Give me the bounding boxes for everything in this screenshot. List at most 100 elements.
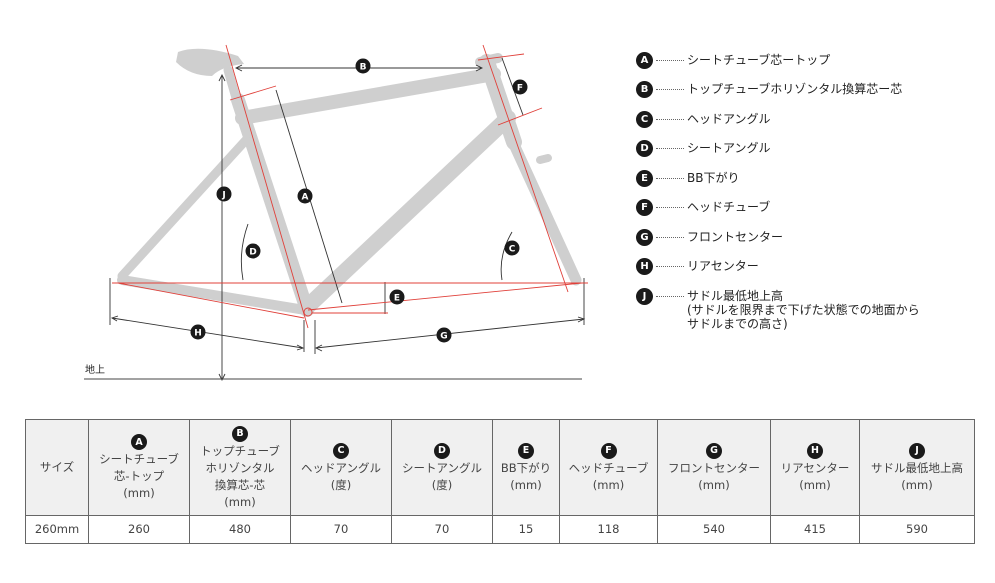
marker-a: A [297, 188, 313, 204]
value-cell-d: 70 [391, 514, 493, 544]
column-label: ヘッドアングル (度) [300, 460, 382, 492]
svg-text:J: J [221, 191, 225, 201]
head-tube [479, 54, 522, 150]
column-label: サドル最低地上高 (mm) [871, 460, 963, 492]
marker-h: H [190, 324, 206, 340]
marker-f: F [512, 79, 528, 95]
size-cell: 260mm [25, 514, 89, 544]
chain-stay [117, 275, 310, 315]
legend-text: ヘッドアングル [687, 112, 771, 126]
column-badge: D [434, 442, 450, 459]
legend-badge: A [636, 52, 653, 69]
column-label: フロントセンター (mm) [668, 460, 760, 492]
svg-text:F: F [517, 84, 523, 94]
svg-text:H: H [194, 329, 202, 339]
steerer [536, 154, 552, 164]
value-cell-c: 70 [290, 514, 392, 544]
table-row: 260mm 260 480 70 70 15 118 540 415 590 [25, 514, 975, 544]
value-cell-h: 415 [770, 514, 860, 544]
legend-item-c: C ヘッドアングル [636, 111, 771, 128]
column-label: シートアングル (度) [401, 460, 483, 492]
ground-label: 地上 [85, 363, 105, 376]
legend-badge: E [636, 170, 653, 187]
column-label: シートチューブ 芯-トップ (mm) [99, 452, 179, 500]
legend-badge: H [636, 258, 653, 275]
marker-b: B [355, 58, 371, 74]
svg-text:E: E [394, 294, 400, 304]
legend-item-b: B トップチューブホリゾンタル換算芯ー芯 [636, 81, 902, 98]
svg-text:D: D [249, 248, 256, 258]
legend-text: ヘッドチューブ [687, 200, 771, 214]
column-label: トップチューブ ホリゾンタル 換算芯-芯 (mm) [200, 443, 280, 509]
svg-text:G: G [440, 332, 447, 342]
seat-stay [117, 135, 251, 281]
legend-text: リアセンター [687, 259, 759, 273]
column-badge: H [807, 442, 823, 459]
top-tube [235, 67, 501, 125]
value-cell-f: 118 [559, 514, 658, 544]
legend-text: シートチューブ芯ートップ [687, 53, 831, 67]
legend-badge: B [636, 81, 653, 98]
legend-badge: F [636, 199, 653, 216]
legend-item-e: E BB下がり [636, 170, 739, 187]
column-badge: F [600, 442, 617, 459]
bike-geometry-diagram: A B C D E F G H J 地上 [84, 44, 588, 382]
svg-text:C: C [509, 245, 516, 255]
marker-g: G [436, 327, 452, 343]
marker-e: E [389, 289, 405, 305]
legend-text: サドル最低地上高 (サドルを限界まで下げた状態での地面から サドルまでの高さ) [687, 289, 920, 331]
legend-item-a: A シートチューブ芯ートップ [636, 52, 830, 69]
svg-text:A: A [302, 193, 309, 203]
headset-top [475, 53, 503, 67]
bike-frame [117, 48, 582, 317]
value-cell-b: 480 [189, 514, 291, 544]
column-label: リアセンター (mm) [780, 460, 850, 492]
legend-item-f: F ヘッドチューブ [636, 199, 770, 216]
column-badge: G [706, 442, 722, 459]
column-label: BB下がり (mm) [500, 460, 552, 492]
legend-badge: G [636, 229, 653, 246]
legend-item-d: D シートアングル [636, 140, 771, 157]
column-label: ヘッドチューブ (mm) [568, 460, 649, 492]
marker-c: C [504, 240, 520, 256]
down-tube [298, 110, 516, 316]
marker-badges: A B C D E F G H J [190, 58, 528, 343]
size-header: サイズ [25, 419, 89, 516]
legend-badge: J [636, 288, 653, 305]
legend-text: BB下がり [687, 171, 740, 185]
value-cell-g: 540 [657, 514, 771, 544]
saddle [176, 48, 244, 76]
value-cell-j: 590 [859, 514, 975, 544]
value-cell-a: 260 [88, 514, 190, 544]
legend-badge: C [636, 111, 653, 128]
fork [506, 134, 582, 286]
value-cell-e: 15 [492, 514, 560, 544]
legend-text: フロントセンター [687, 230, 784, 244]
legend-text: シートアングル [687, 141, 771, 155]
column-badge: A [131, 434, 147, 450]
column-badge: C [333, 442, 349, 459]
marker-j: J [216, 186, 232, 202]
marker-d: D [245, 243, 261, 259]
column-header-a: A シートチューブ 芯-トップ (mm) [88, 419, 190, 516]
svg-text:B: B [360, 63, 367, 73]
column-badge: E [518, 442, 534, 459]
legend-item-g: G フロントセンター [636, 229, 783, 246]
legend-text: トップチューブホリゾンタル換算芯ー芯 [687, 82, 903, 96]
legend-item-h: H リアセンター [636, 258, 759, 275]
reference-lines [112, 44, 588, 329]
legend-badge: D [636, 140, 653, 157]
column-badge: J [909, 442, 925, 459]
legend-item-j: J サドル最低地上高 (サドルを限界まで下げた状態での地面から サドルまでの高さ) [636, 288, 920, 331]
column-badge: B [232, 425, 248, 442]
